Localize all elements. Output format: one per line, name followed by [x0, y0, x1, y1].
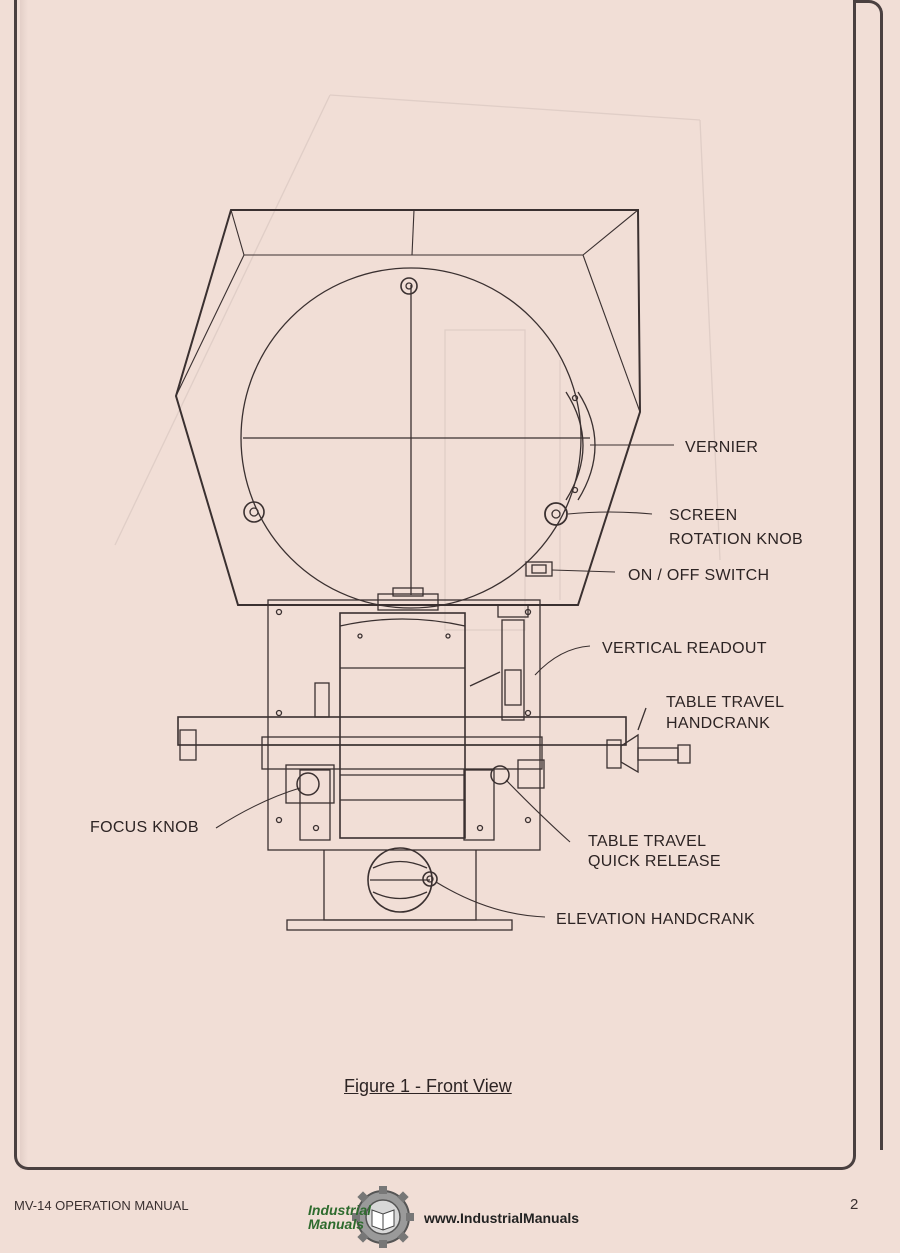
leader-lines [215, 444, 674, 918]
callout-table-travel-handcrank-line1: TABLE TRAVEL [666, 694, 785, 711]
show-through-ghost [114, 94, 721, 631]
callout-focus-knob: FOCUS KNOB [90, 819, 199, 836]
logo-word-manuals: Manuals [308, 1216, 365, 1232]
industrial-manuals-logo[interactable]: Industrial Manuals www.IndustrialManuals [300, 1186, 600, 1248]
base [286, 847, 513, 931]
quick-release-graphic [490, 759, 545, 789]
callout-elevation-handcrank: ELEVATION HANDCRANK [556, 911, 755, 928]
central-column [339, 612, 466, 839]
back-plate [267, 599, 541, 851]
callout-screen-rotation-knob-line1: SCREEN [669, 507, 738, 524]
page-border-right [880, 40, 883, 1150]
page-gutter-shadow [20, 0, 28, 1170]
focus-knob-graphic [285, 764, 335, 804]
xy-table [177, 682, 627, 841]
callout-vernier: VERNIER [685, 439, 759, 456]
page-border [14, 0, 856, 1170]
page-number: 2 [850, 1196, 859, 1213]
manual-title: MV-14 OPERATION MANUAL [14, 1198, 189, 1213]
figure-caption: Figure 1 - Front View [344, 1076, 512, 1096]
callout-screen-rotation-knob-line2: ROTATION KNOB [669, 531, 803, 548]
gear-book-icon [352, 1186, 414, 1248]
projector-hood [174, 209, 642, 606]
website-link[interactable]: www.IndustrialManuals [424, 1210, 580, 1226]
page-border-corner [855, 0, 883, 60]
callout-quick-release-line1: TABLE TRAVEL [588, 833, 707, 850]
on-off-switch-graphic [525, 561, 553, 577]
callout-table-travel-handcrank-line2: HANDCRANK [666, 715, 771, 732]
table-handcrank-graphic [606, 707, 691, 774]
logo-word-industrial: Industrial [308, 1202, 372, 1218]
callout-on-off-switch: ON / OFF SWITCH [628, 567, 770, 584]
callout-quick-release-line2: QUICK RELEASE [588, 853, 721, 870]
lens-collar [377, 593, 439, 611]
vertical-readout-graphic [469, 604, 529, 721]
projection-screen [240, 267, 590, 609]
callout-vertical-readout: VERTICAL READOUT [602, 640, 767, 657]
